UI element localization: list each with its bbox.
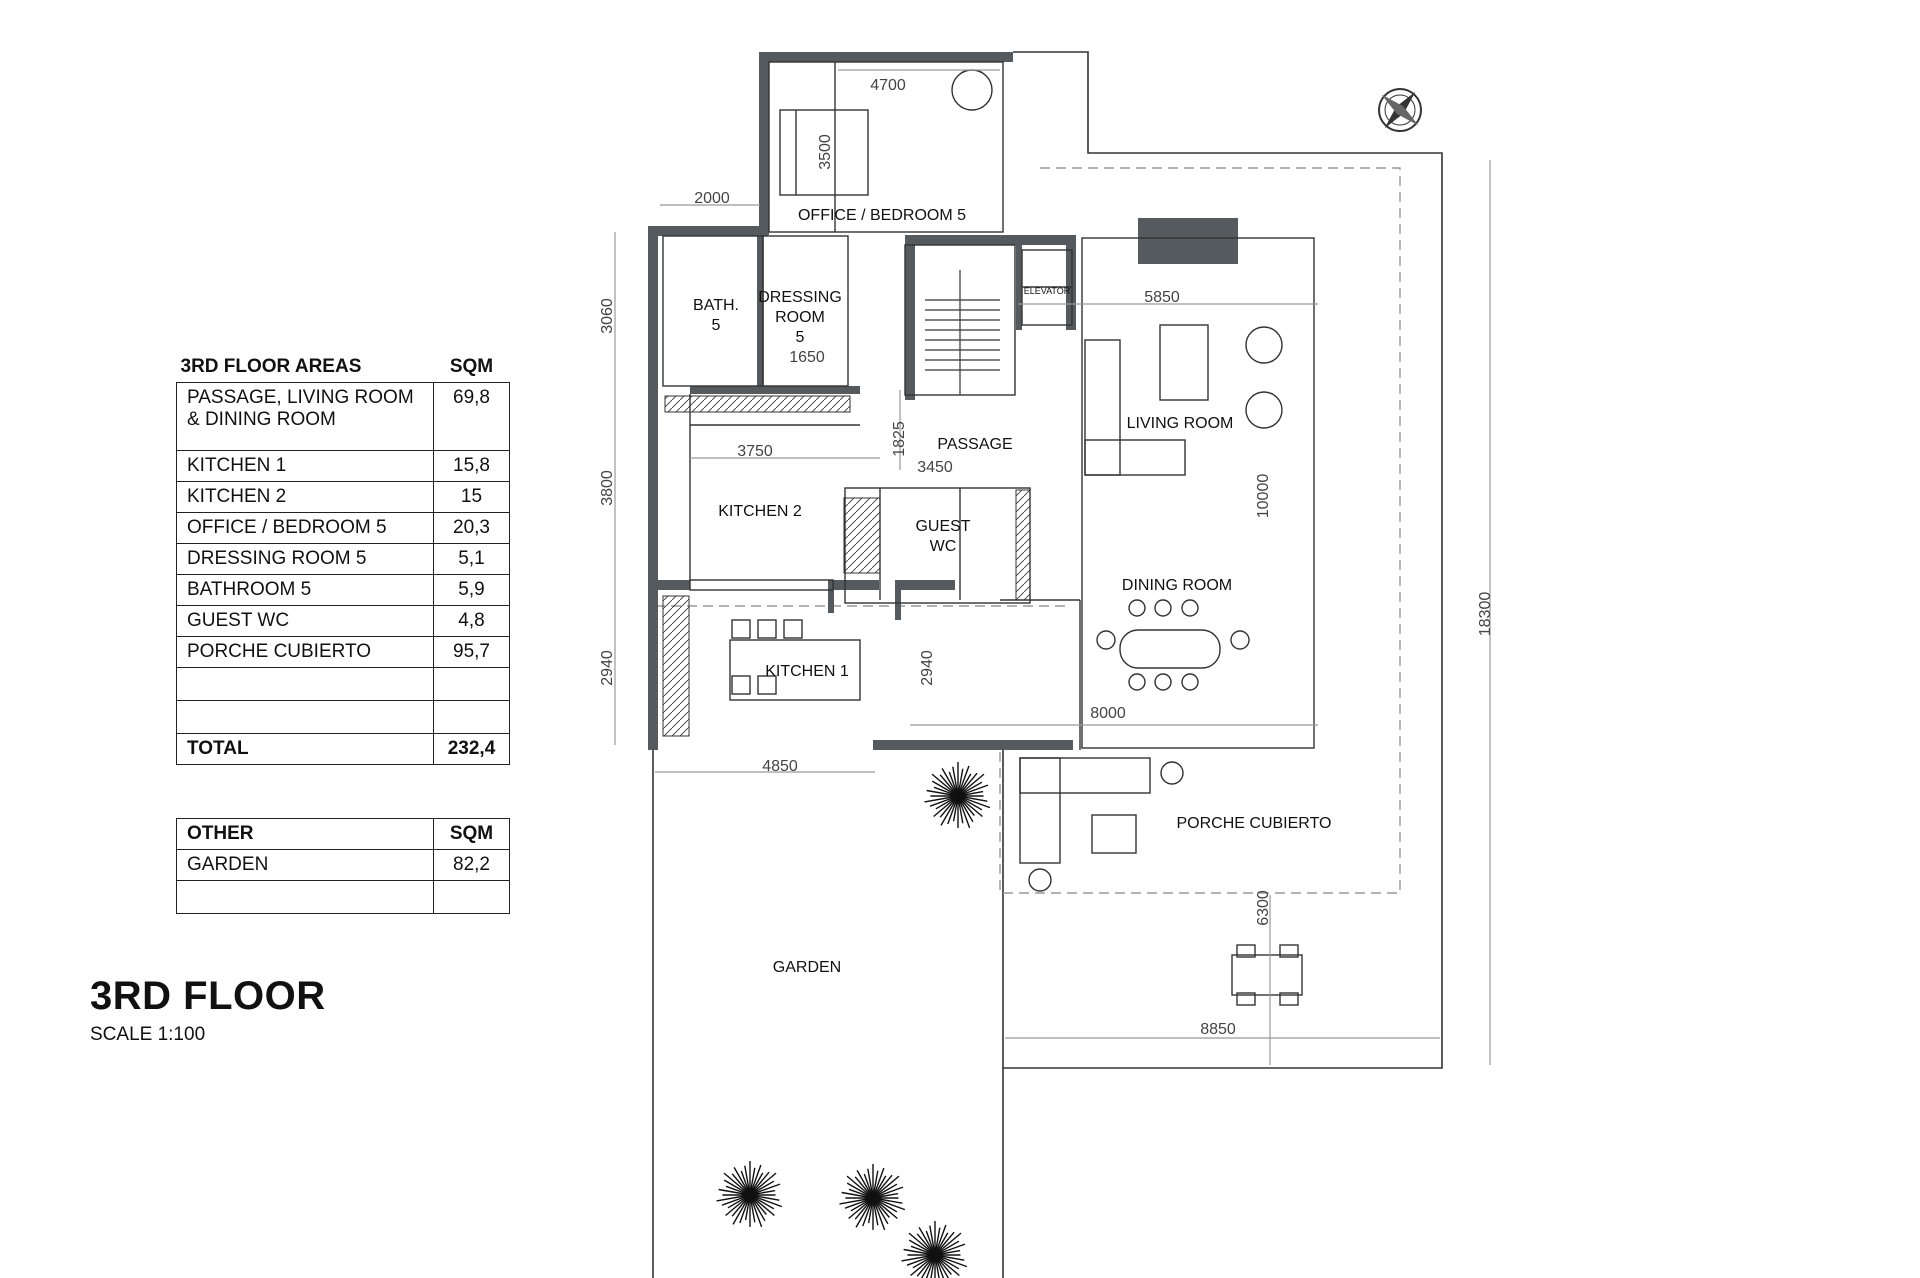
areas-table-header-label: 3RD FLOOR AREAS	[180, 356, 362, 377]
room-label-bath: BATH.	[693, 297, 739, 314]
chairs	[731, 69, 1299, 1006]
total-label: TOTAL	[176, 733, 434, 765]
furniture	[729, 324, 1303, 996]
plant-icon	[924, 762, 991, 829]
room-label-garden: GARDEN	[773, 959, 841, 976]
porch-roof-outline	[655, 167, 1401, 894]
table-row-empty	[176, 880, 510, 914]
walls	[648, 52, 1238, 750]
dimension-label: 6300	[1255, 890, 1272, 926]
plant-icon	[901, 1221, 968, 1278]
room-label-dressing: DRESSING	[758, 289, 842, 306]
dimension-label: 4850	[762, 758, 798, 775]
other-table-header-label: OTHER	[176, 818, 434, 850]
bed	[779, 109, 869, 196]
row-label: PORCHE CUBIERTO	[176, 636, 434, 668]
row-value: 15	[433, 481, 510, 513]
site-outline	[652, 51, 1443, 1278]
dimension-label: 2000	[694, 190, 730, 207]
row-value: 82,2	[433, 849, 510, 881]
room-label-dressing-room: ROOM	[775, 309, 825, 326]
room-label-porche: PORCHE CUBIERTO	[1177, 815, 1332, 832]
plant-icon	[839, 1164, 906, 1231]
dimension-label: 8000	[1090, 705, 1126, 722]
row-value: 15,8	[433, 450, 510, 482]
table-row: PORCHE CUBIERTO 95,7	[176, 636, 510, 668]
room-label-office: OFFICE / BEDROOM 5	[798, 207, 966, 224]
table-row-empty	[176, 667, 510, 701]
room-label-guest-wc: WC	[930, 538, 957, 555]
dimension-label: 18300	[1477, 592, 1494, 637]
row-label: KITCHEN 2	[176, 481, 434, 513]
table-row: GUEST WC 4,8	[176, 605, 510, 637]
compass-icon	[1378, 88, 1422, 132]
dimension-label: 3750	[737, 443, 773, 460]
room-label-dressing-number: 5	[796, 329, 805, 346]
room-label-dining: DINING ROOM	[1122, 577, 1232, 594]
room-label-elevator: ELEVATOR	[1024, 286, 1071, 296]
plant-icon	[716, 1161, 783, 1228]
room-label-kitchen2: KITCHEN 2	[718, 503, 802, 520]
room-label-guest: GUEST	[915, 518, 970, 535]
row-label: BATHROOM 5	[176, 574, 434, 606]
room-label-living: LIVING ROOM	[1127, 415, 1234, 432]
dimension-label: 3450	[917, 459, 953, 476]
plant-icon	[716, 762, 991, 1278]
row-label: GUEST WC	[176, 605, 434, 637]
table-row: OFFICE / BEDROOM 5 20,3	[176, 512, 510, 544]
room-label-bath-number: 5	[712, 317, 721, 334]
dimension-lines	[614, 69, 1491, 1065]
dimension-label: 2940	[919, 650, 936, 686]
drawing-scale: SCALE 1:100	[90, 1024, 206, 1045]
other-table-header-unit: SQM	[433, 818, 510, 850]
dimension-label: 10000	[1255, 474, 1272, 519]
row-label: DRESSING ROOM 5	[176, 543, 434, 575]
table-row-total: TOTAL 232,4	[176, 733, 510, 765]
table-row: BATHROOM 5 5,9	[176, 574, 510, 606]
dimension-label: 4700	[870, 77, 906, 94]
dimension-label: 2940	[599, 650, 616, 686]
row-value: 69,8	[433, 382, 510, 451]
table-row-empty	[176, 700, 510, 734]
table-row: DRESSING ROOM 5 5,1	[176, 543, 510, 575]
table-row: KITCHEN 1 15,8	[176, 450, 510, 482]
table-row: PASSAGE, LIVING ROOM & DINING ROOM 69,8	[176, 382, 510, 451]
dimension-label: 5850	[1144, 289, 1180, 306]
dimension-label: 3800	[599, 470, 616, 506]
row-label: OFFICE / BEDROOM 5	[176, 512, 434, 544]
dimension-label: 1650	[789, 349, 825, 366]
dimension-label: 3060	[599, 298, 616, 334]
row-label: GARDEN	[176, 849, 434, 881]
table-row: GARDEN 82,2	[176, 849, 510, 881]
areas-table: 3RD FLOOR AREAS SQM PASSAGE, LIVING ROOM…	[176, 352, 510, 765]
dimension-label: 3500	[817, 134, 834, 170]
room-label-passage: PASSAGE	[937, 436, 1012, 453]
dimension-label: 1825	[891, 421, 908, 457]
dimension-label: 8850	[1200, 1021, 1236, 1038]
row-label: PASSAGE, LIVING ROOM & DINING ROOM	[176, 382, 434, 451]
table-row-header: OTHER SQM	[176, 818, 510, 850]
total-value: 232,4	[433, 733, 510, 765]
kitchen-units	[662, 395, 1031, 737]
table-row: KITCHEN 2 15	[176, 481, 510, 513]
other-table: OTHER SQM GARDEN 82,2	[176, 818, 510, 914]
areas-table-header-unit: SQM	[449, 356, 494, 377]
row-value: 95,7	[433, 636, 510, 668]
row-value: 5,9	[433, 574, 510, 606]
room-label-kitchen1: KITCHEN 1	[765, 663, 849, 680]
stairs	[925, 270, 1000, 395]
drawing-title: 3RD FLOOR	[90, 974, 326, 1018]
